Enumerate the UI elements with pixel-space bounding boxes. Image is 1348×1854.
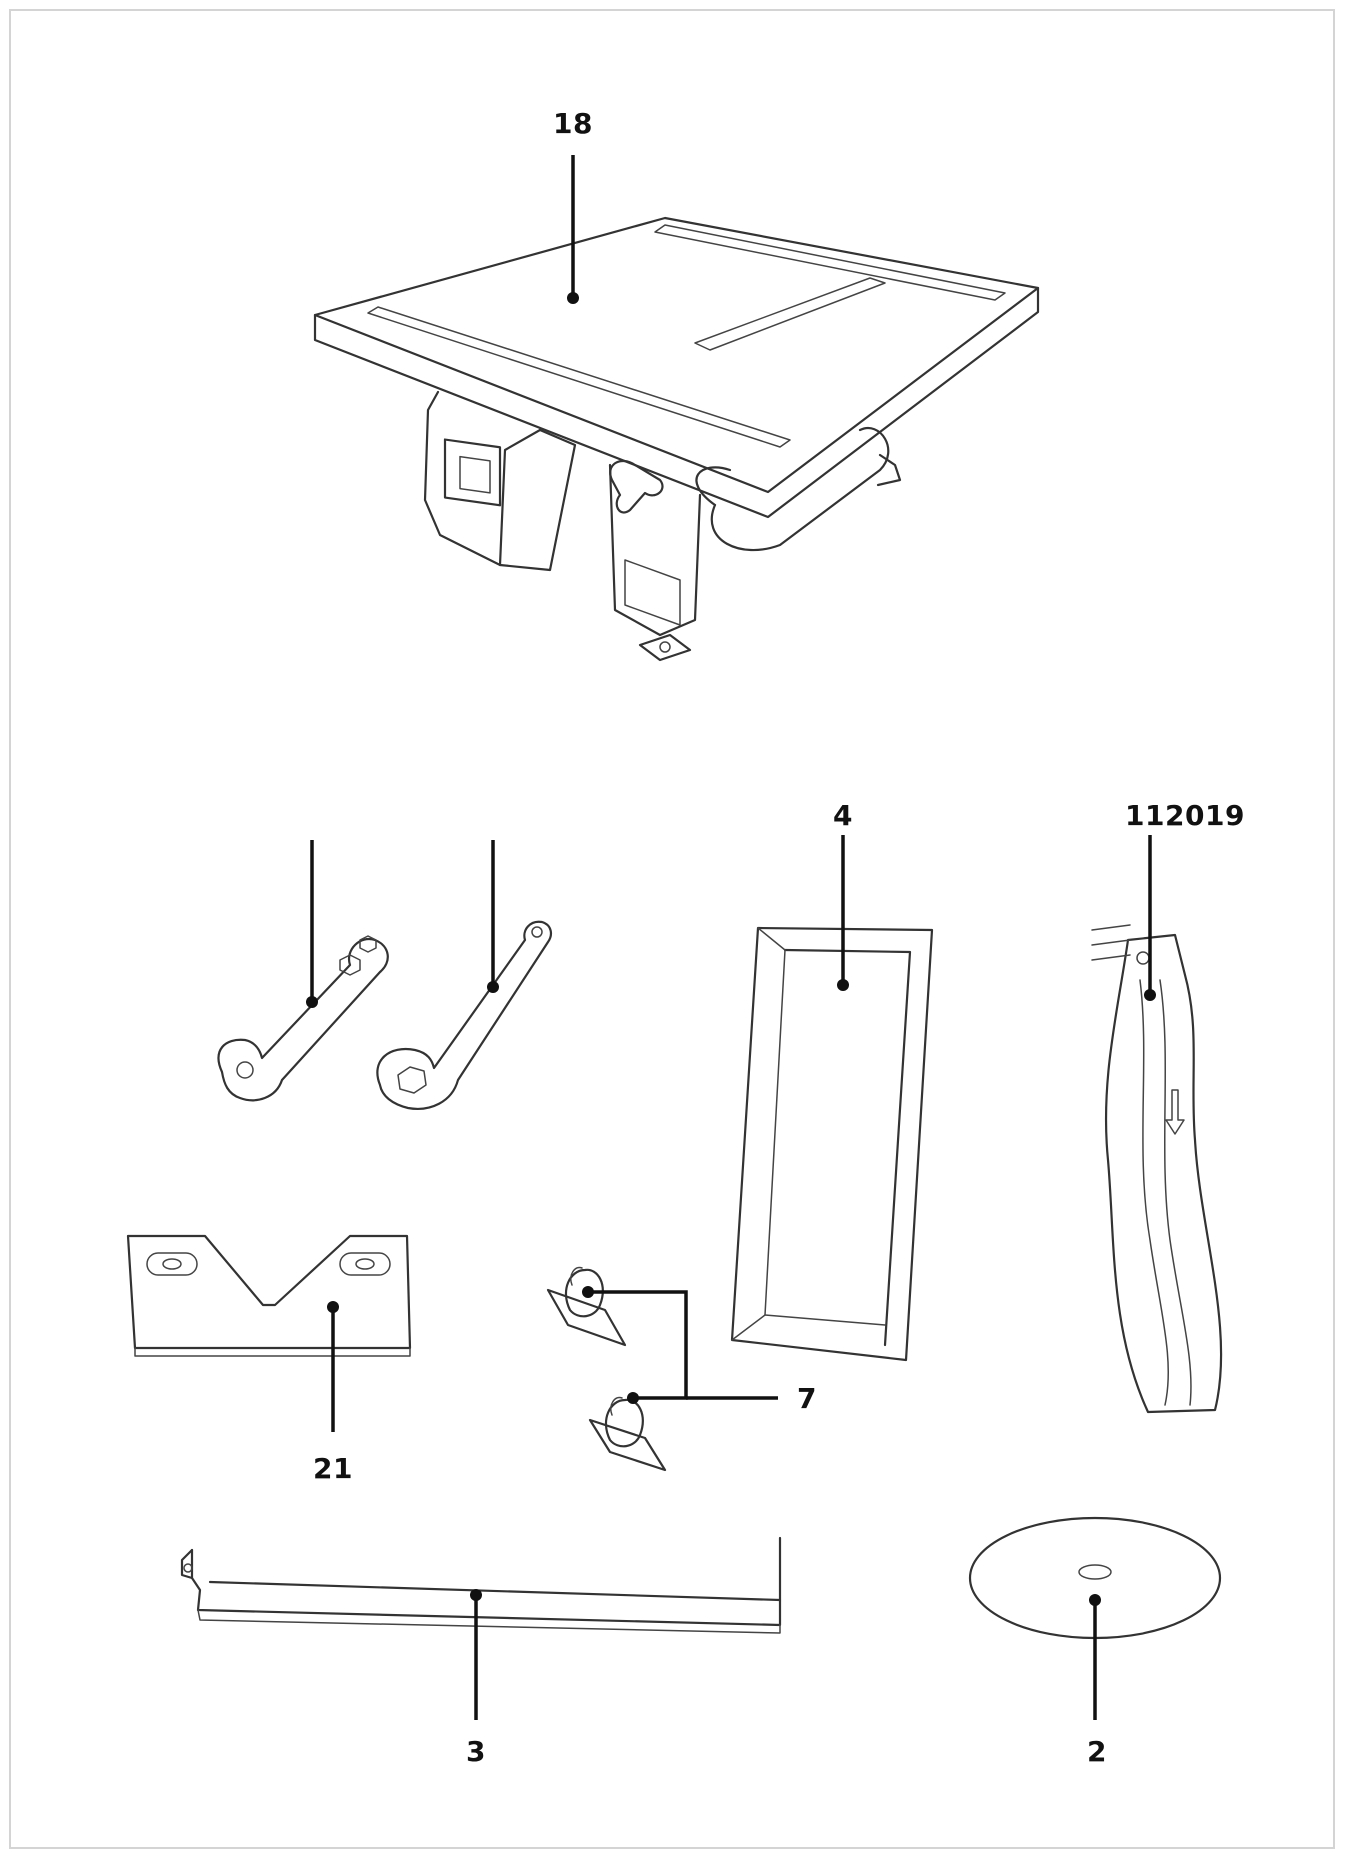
- wrench-icon: [217, 935, 389, 1102]
- clamp-icon: [546, 1266, 627, 1347]
- callout-label-3: 3: [466, 1735, 486, 1768]
- callout-label-2: 2: [1087, 1735, 1107, 1768]
- callout-label-7: 7: [797, 1382, 817, 1415]
- wrench-icon: [376, 920, 553, 1110]
- leaders: [306, 155, 1156, 1720]
- angle-guide-icon: [126, 1234, 412, 1357]
- callout-label-4: 4: [833, 799, 853, 832]
- callout-label-18: 18: [553, 107, 593, 140]
- tile-cutter-icon: [313, 216, 1040, 662]
- callout-label-21: 21: [313, 1452, 353, 1485]
- diagram-frame: [9, 9, 1335, 1849]
- rip-fence-icon: [180, 1536, 782, 1634]
- blade-guard-icon: [1091, 924, 1223, 1414]
- callout-label-112019: 112019: [1125, 799, 1245, 832]
- water-tray-icon: [730, 926, 934, 1362]
- clamp-icon: [588, 1396, 667, 1472]
